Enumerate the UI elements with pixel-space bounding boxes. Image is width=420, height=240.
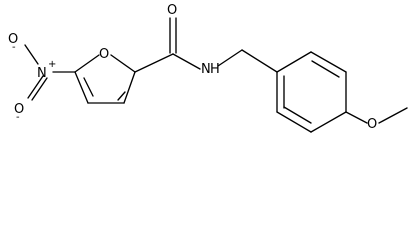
structure-canvas: O - N + O - O O N H O [8,3,408,133]
bond-ar4-ar5 [310,111,347,133]
bond-ar5-ar6 [276,111,312,133]
chemical-structure-diagram: O - N + O - O O N H O [8,3,408,133]
bond-c5-o1 [74,54,100,73]
bond-c4-c5-inner [83,77,94,97]
bond-c2-c3-inner [117,91,126,101]
bond-c4-c5 [74,71,89,104]
bond-aryl-methoxy-o [345,111,368,124]
amide-hydrogen-label: H [210,62,220,77]
nitro-nitrogen-label: N [37,66,47,81]
bond-nitro-n-o-double-2 [31,77,48,101]
nitro-negative-charge: - [12,42,16,53]
bond-ar2-ar3 [310,51,347,73]
bond-ar2-ar3-inner [311,60,340,78]
methoxy-oxygen-label: O [367,117,377,132]
bond-methoxy-o-methyl [378,107,408,124]
nitro-lower-negative-charge: - [16,112,20,123]
bond-carbonyl-n [172,53,201,70]
nitro-oxygen-label: O [8,32,18,47]
carbonyl-oxygen-label: O [167,3,177,18]
bond-c2-c3 [123,71,136,104]
bond-furan-carbonyl [134,53,174,73]
nitro-positive-charge: + [48,59,56,70]
bond-o1-c2 [110,54,136,73]
bond-nitro-o-n [24,44,39,65]
bond-n-ch2 [217,49,243,67]
amide-nitrogen-label: N [201,62,211,77]
bond-ch2-aryl [241,49,278,73]
bond-nitro-n-o-double-1 [27,75,44,99]
bond-ar1-ar2 [276,51,312,73]
furan-oxygen-label: O [99,47,109,62]
bond-ar5-ar6-inner [283,106,312,124]
nitro-double-oxygen-label: O [14,102,24,117]
